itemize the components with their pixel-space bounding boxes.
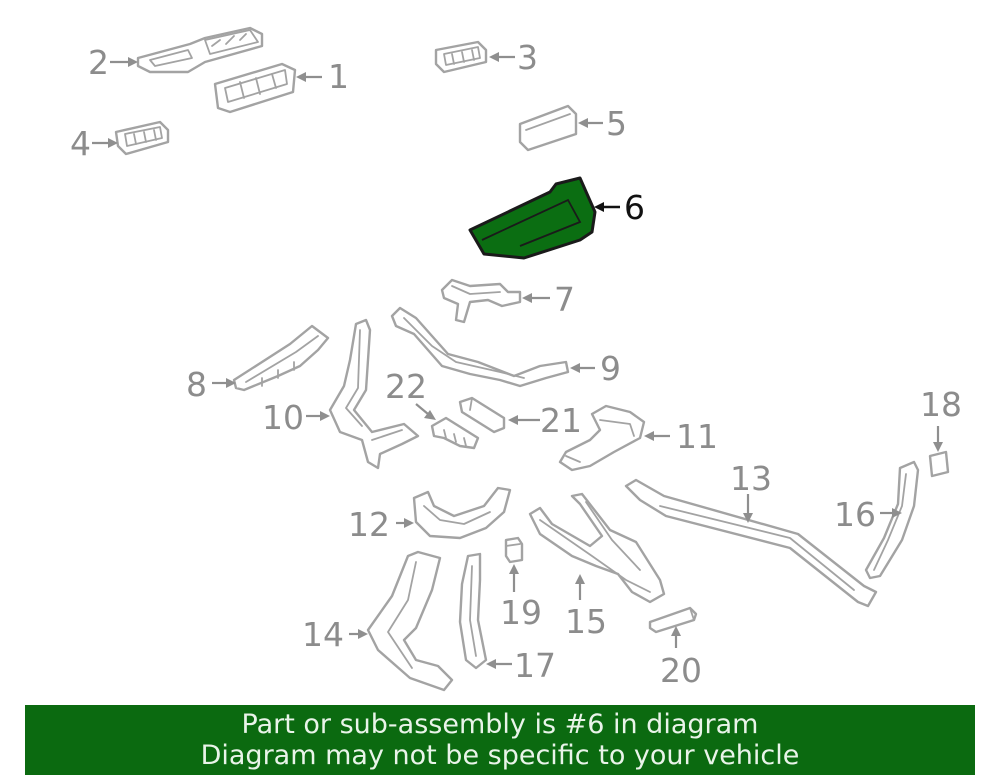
callout-13: 13: [730, 459, 772, 498]
callout-20: 20: [660, 651, 702, 690]
callout-16: 16: [834, 495, 876, 534]
part-11[interactable]: [558, 404, 646, 472]
callout-22: 22: [385, 367, 427, 406]
part-2[interactable]: [136, 26, 264, 74]
part-19[interactable]: [504, 536, 524, 564]
part-21[interactable]: [458, 396, 506, 434]
info-banner: Part or sub-assembly is #6 in diagram Di…: [25, 705, 975, 775]
callout-11: 11: [676, 417, 718, 456]
callout-6: 6: [624, 188, 645, 227]
callout-17: 17: [514, 646, 556, 685]
part-14[interactable]: [366, 550, 454, 692]
part-17[interactable]: [458, 552, 488, 670]
part-5[interactable]: [518, 104, 578, 152]
banner-line-1: Part or sub-assembly is #6 in diagram: [241, 709, 759, 740]
part-13[interactable]: [624, 478, 878, 608]
part-22[interactable]: [430, 416, 480, 450]
callout-18: 18: [920, 385, 962, 424]
part-10[interactable]: [328, 318, 420, 470]
part-20[interactable]: [648, 606, 698, 634]
banner-line-2: Diagram may not be specific to your vehi…: [200, 740, 800, 771]
part-3[interactable]: [434, 40, 488, 74]
part-9[interactable]: [390, 306, 570, 388]
callout-14: 14: [302, 615, 344, 654]
callout-1: 1: [328, 57, 349, 96]
part-1[interactable]: [213, 62, 297, 114]
leader-arrows: [92, 52, 943, 669]
callout-labels: 1 2 3 4 5 6 7 8 9 10 11 12 13 14 15 16 1…: [70, 38, 962, 690]
callout-4: 4: [70, 124, 91, 163]
callout-15: 15: [565, 602, 607, 641]
part-12[interactable]: [412, 486, 512, 540]
part-8[interactable]: [232, 324, 330, 392]
part-6[interactable]: [468, 176, 597, 260]
callout-2: 2: [88, 43, 109, 82]
callout-3: 3: [517, 38, 538, 77]
part-16[interactable]: [864, 460, 920, 580]
callout-10: 10: [262, 398, 304, 437]
callout-9: 9: [600, 349, 621, 388]
part-15[interactable]: [528, 492, 666, 604]
callout-8: 8: [186, 365, 207, 404]
part-7[interactable]: [440, 278, 522, 324]
part-18[interactable]: [928, 450, 950, 478]
callout-7: 7: [554, 280, 575, 319]
callout-21: 21: [540, 401, 582, 440]
callout-19: 19: [500, 593, 542, 632]
callout-5: 5: [606, 104, 627, 143]
callout-12: 12: [348, 505, 390, 544]
parts-diagram: 1 2 3 4 5 6 7 8 9 10 11 12 13 14 15 16 1…: [70, 26, 962, 692]
part-4[interactable]: [114, 120, 170, 156]
